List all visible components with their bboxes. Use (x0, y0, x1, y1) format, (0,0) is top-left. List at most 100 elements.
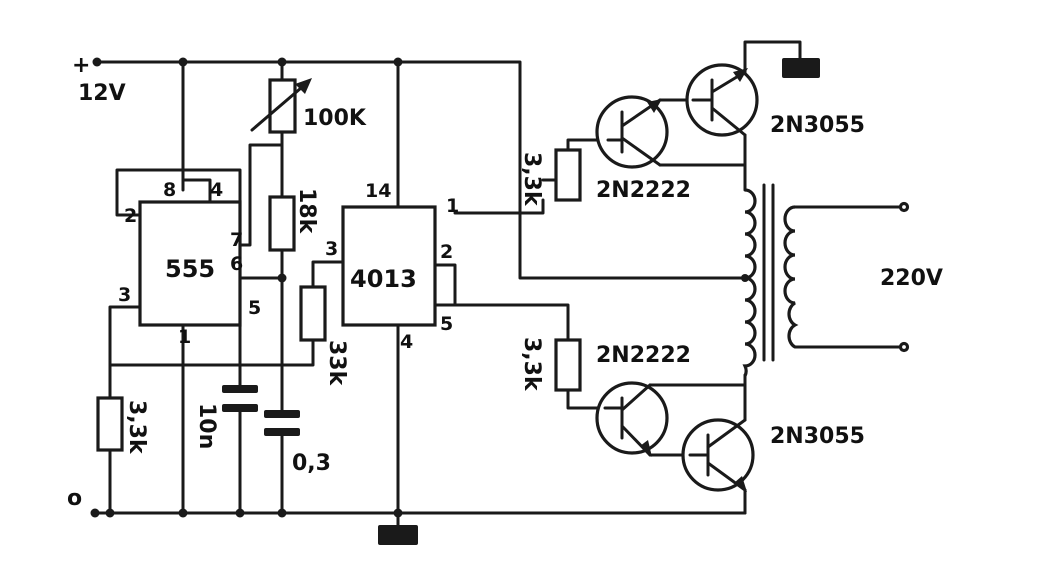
junction-dot (105, 508, 115, 518)
q4-label: 2N3055 (770, 424, 865, 449)
junction-dot (277, 273, 287, 283)
ic-4013-pin3: 3 (325, 238, 338, 260)
junction-dot (178, 508, 188, 518)
q4-arrow (734, 476, 747, 492)
pot-arrowhead (295, 78, 312, 94)
resistor-18k-body (268, 195, 296, 252)
q4-collector-lead (706, 418, 747, 449)
ic-4013-label: 4013 (350, 265, 417, 293)
supply-voltage-label: 12V (78, 81, 126, 106)
ic-555-pin5: 5 (248, 297, 261, 319)
ground-symbol-bottom (378, 525, 418, 545)
resistor-3-3k-555-label: 3,3k (124, 400, 149, 455)
resistor-18k-label: 18k (294, 188, 319, 235)
q1-circle (595, 95, 669, 169)
output-terminal-top (898, 201, 910, 213)
q4-circle (681, 418, 755, 492)
ic-4013-pin2: 2 (440, 241, 453, 263)
ic-4013-pin5: 5 (440, 313, 453, 335)
pot-body (268, 78, 297, 134)
potentiometer-100k: 100K (250, 78, 367, 134)
ic-4013-pin1: 1 (446, 195, 459, 217)
ic-555-pin6: 6 (230, 253, 243, 275)
output-voltage-label: 220V (880, 266, 943, 291)
transistor-2n2222-bottom: 2N2222 (595, 343, 691, 457)
resistor-3-3k-top-base: 3,3k (519, 148, 582, 207)
resistor-18k: 18k (268, 188, 319, 252)
positive-rail (95, 60, 747, 280)
wire-555-reset (181, 178, 212, 204)
q3-collector-lead (620, 383, 652, 412)
q2-collector-lead (710, 106, 747, 137)
ground-symbol-top (782, 58, 820, 78)
q3-label: 2N2222 (596, 343, 691, 368)
ic-555-pin7: 7 (230, 229, 243, 251)
q2-circle (685, 63, 759, 137)
junction-dot (393, 57, 403, 67)
capacitor-03-plate-top (264, 410, 300, 418)
wire-q3-collector (648, 373, 747, 387)
ic-4013-pin4: 4 (400, 331, 413, 353)
junction-dot (92, 57, 102, 67)
wire-4013-clk (311, 260, 345, 289)
ic-555-pin2: 2 (124, 205, 137, 227)
junction-dot (393, 508, 403, 518)
resistor-top-base-body (554, 148, 582, 202)
q2-arrow (733, 68, 748, 82)
junction-dot (235, 508, 245, 518)
resistor-3-3k-555: 3,3k (96, 396, 149, 455)
ic-4013: 4013 14 3 1 2 5 4 (325, 180, 459, 353)
transistor-2n3055-top: 2N3055 (685, 63, 865, 138)
wire-4013-to-bottom (453, 303, 570, 342)
resistor-bottom-base-label: 3,3k (519, 337, 544, 392)
wire-pin2-loop (115, 168, 242, 232)
junction-dot (90, 508, 100, 518)
wire-bottom-r (566, 388, 607, 410)
resistor-bottom-base-body (554, 338, 582, 392)
resistor-3-3k-555-body (96, 396, 124, 452)
resistor-top-base-label: 3,3k (519, 152, 544, 207)
wire-4013-q (453, 198, 545, 215)
wire-pin3 (108, 305, 302, 367)
junction-dot (277, 57, 287, 67)
resistor-33k-4013-body (299, 285, 327, 342)
capacitor-10n-label: 10n (194, 403, 219, 449)
wire-q2-emitter-gnd (743, 40, 802, 80)
transistor-2n2222-top: 2N2222 (595, 95, 691, 203)
capacitor-0-3: 0,3 (264, 410, 331, 476)
transistor-2n3055-bottom: 2N3055 (681, 418, 865, 492)
ic-555-pin8: 8 (163, 179, 176, 201)
q1-label: 2N2222 (596, 178, 691, 203)
ic-4013-pin14: 14 (365, 180, 391, 202)
ic-4013-body (341, 205, 437, 327)
transformer: 220V (742, 183, 943, 377)
junction-dot (277, 508, 287, 518)
wiring (93, 40, 904, 527)
q3-circle (595, 381, 669, 455)
q1-collector-lead (620, 136, 662, 167)
capacitor-10n-plate-bottom (222, 404, 258, 412)
ic-555-body (138, 200, 242, 327)
pot-arrow (250, 80, 310, 132)
ic-555-pin1: 1 (178, 326, 191, 348)
ic-555: 555 8 4 2 7 6 3 5 1 (118, 179, 261, 348)
supply-ground-terminal: o (67, 486, 82, 511)
capacitor-10n-plate-top (222, 385, 258, 393)
output-terminal-bottom (898, 341, 910, 353)
ic-555-label: 555 (165, 255, 215, 283)
ground-bottom-bar (378, 525, 418, 545)
wire-4013-qbar (433, 263, 457, 307)
capacitor-10n: 10n (194, 385, 258, 449)
q2-label: 2N3055 (770, 113, 865, 138)
resistor-33k-4013-label: 33k (324, 340, 349, 387)
ground-top-bar (782, 58, 820, 78)
wire-33k-down (298, 338, 315, 367)
junction-dots (90, 57, 749, 518)
wire-top-r (566, 138, 610, 152)
capacitor-03-plate-bottom (264, 428, 300, 436)
ic-555-pin3: 3 (118, 284, 131, 306)
capacitor-03-label: 0,3 (292, 451, 331, 476)
power-supply: + 12V o (67, 53, 126, 511)
pot-value-label: 100K (303, 106, 367, 131)
wire-pin7 (238, 143, 284, 247)
